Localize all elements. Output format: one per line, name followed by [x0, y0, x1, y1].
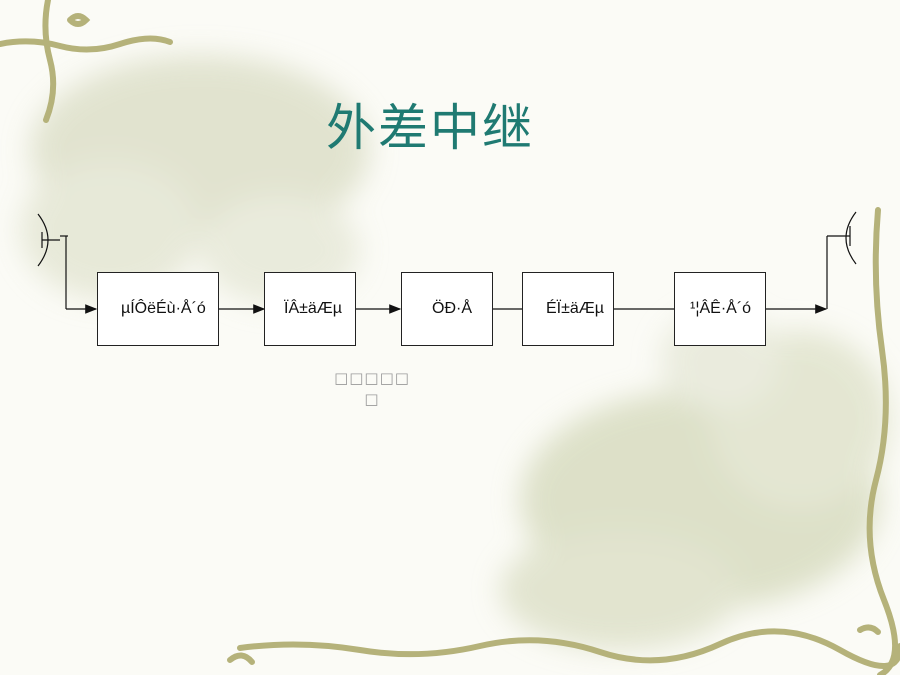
diagram-note-line-2: □: [364, 390, 380, 408]
block-label-5: ¹¦ÂÊ·Å´ó: [690, 300, 752, 317]
blossom-top-left: [20, 55, 370, 305]
block-label-4: ÉÏ±äÆµ: [546, 300, 605, 317]
blossom-bottom-right: [500, 310, 890, 650]
transmit-antenna-icon: [845, 211, 857, 265]
diagram-note: □□□□□ □: [330, 368, 414, 410]
block-up-converter: [522, 272, 614, 346]
block-down-converter: [264, 272, 356, 346]
block-label-2: ÏÂ±äÆµ: [284, 300, 343, 317]
block-power-amp: [674, 272, 766, 346]
block-label-1: µÍÔëÉù·Å´ó: [121, 300, 206, 317]
block-low-noise-amp: [97, 272, 219, 346]
diagram-note-line-1: □□□□□: [334, 369, 410, 387]
block-if-amp: [401, 272, 493, 346]
page-title: 外差中继: [326, 99, 534, 157]
block-label-3: ÖÐ·Å: [432, 300, 472, 317]
